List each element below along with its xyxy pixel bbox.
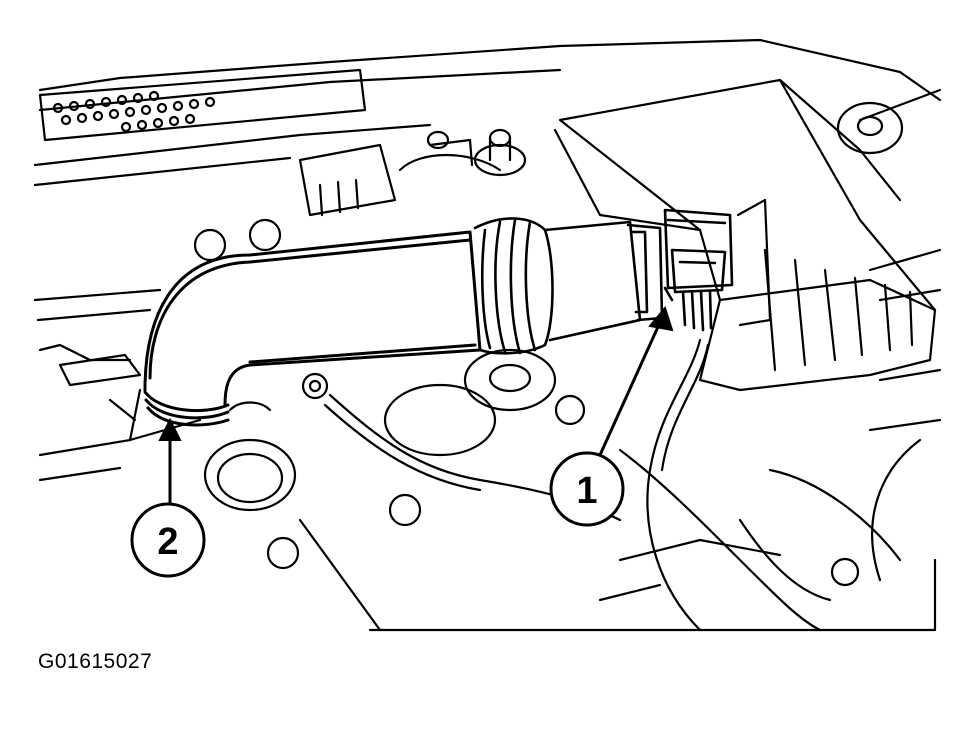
hose-bellows [473, 217, 664, 355]
maf-sensor-connector [663, 208, 734, 332]
cowl-vent-panel [38, 68, 367, 142]
callout-1-arrowhead [648, 305, 674, 332]
engine-round-components [193, 218, 860, 587]
figure-id-label: G01615027 [38, 650, 153, 673]
intake-air-hose [143, 230, 482, 427]
callout-2-number: 2 [157, 521, 178, 563]
callout-1-circle [549, 451, 625, 527]
callout-2-arrowhead [158, 417, 182, 441]
callout-1-leader [598, 317, 664, 456]
callout-2: 2 [130, 417, 206, 578]
air-cleaner-housing [553, 78, 937, 392]
hoses-and-wiring [58, 338, 902, 632]
callout-2-circle [130, 502, 206, 578]
callout-1: 1 [549, 305, 674, 527]
callout-1-number: 1 [576, 470, 597, 512]
throttle-component-cluster [298, 128, 527, 217]
